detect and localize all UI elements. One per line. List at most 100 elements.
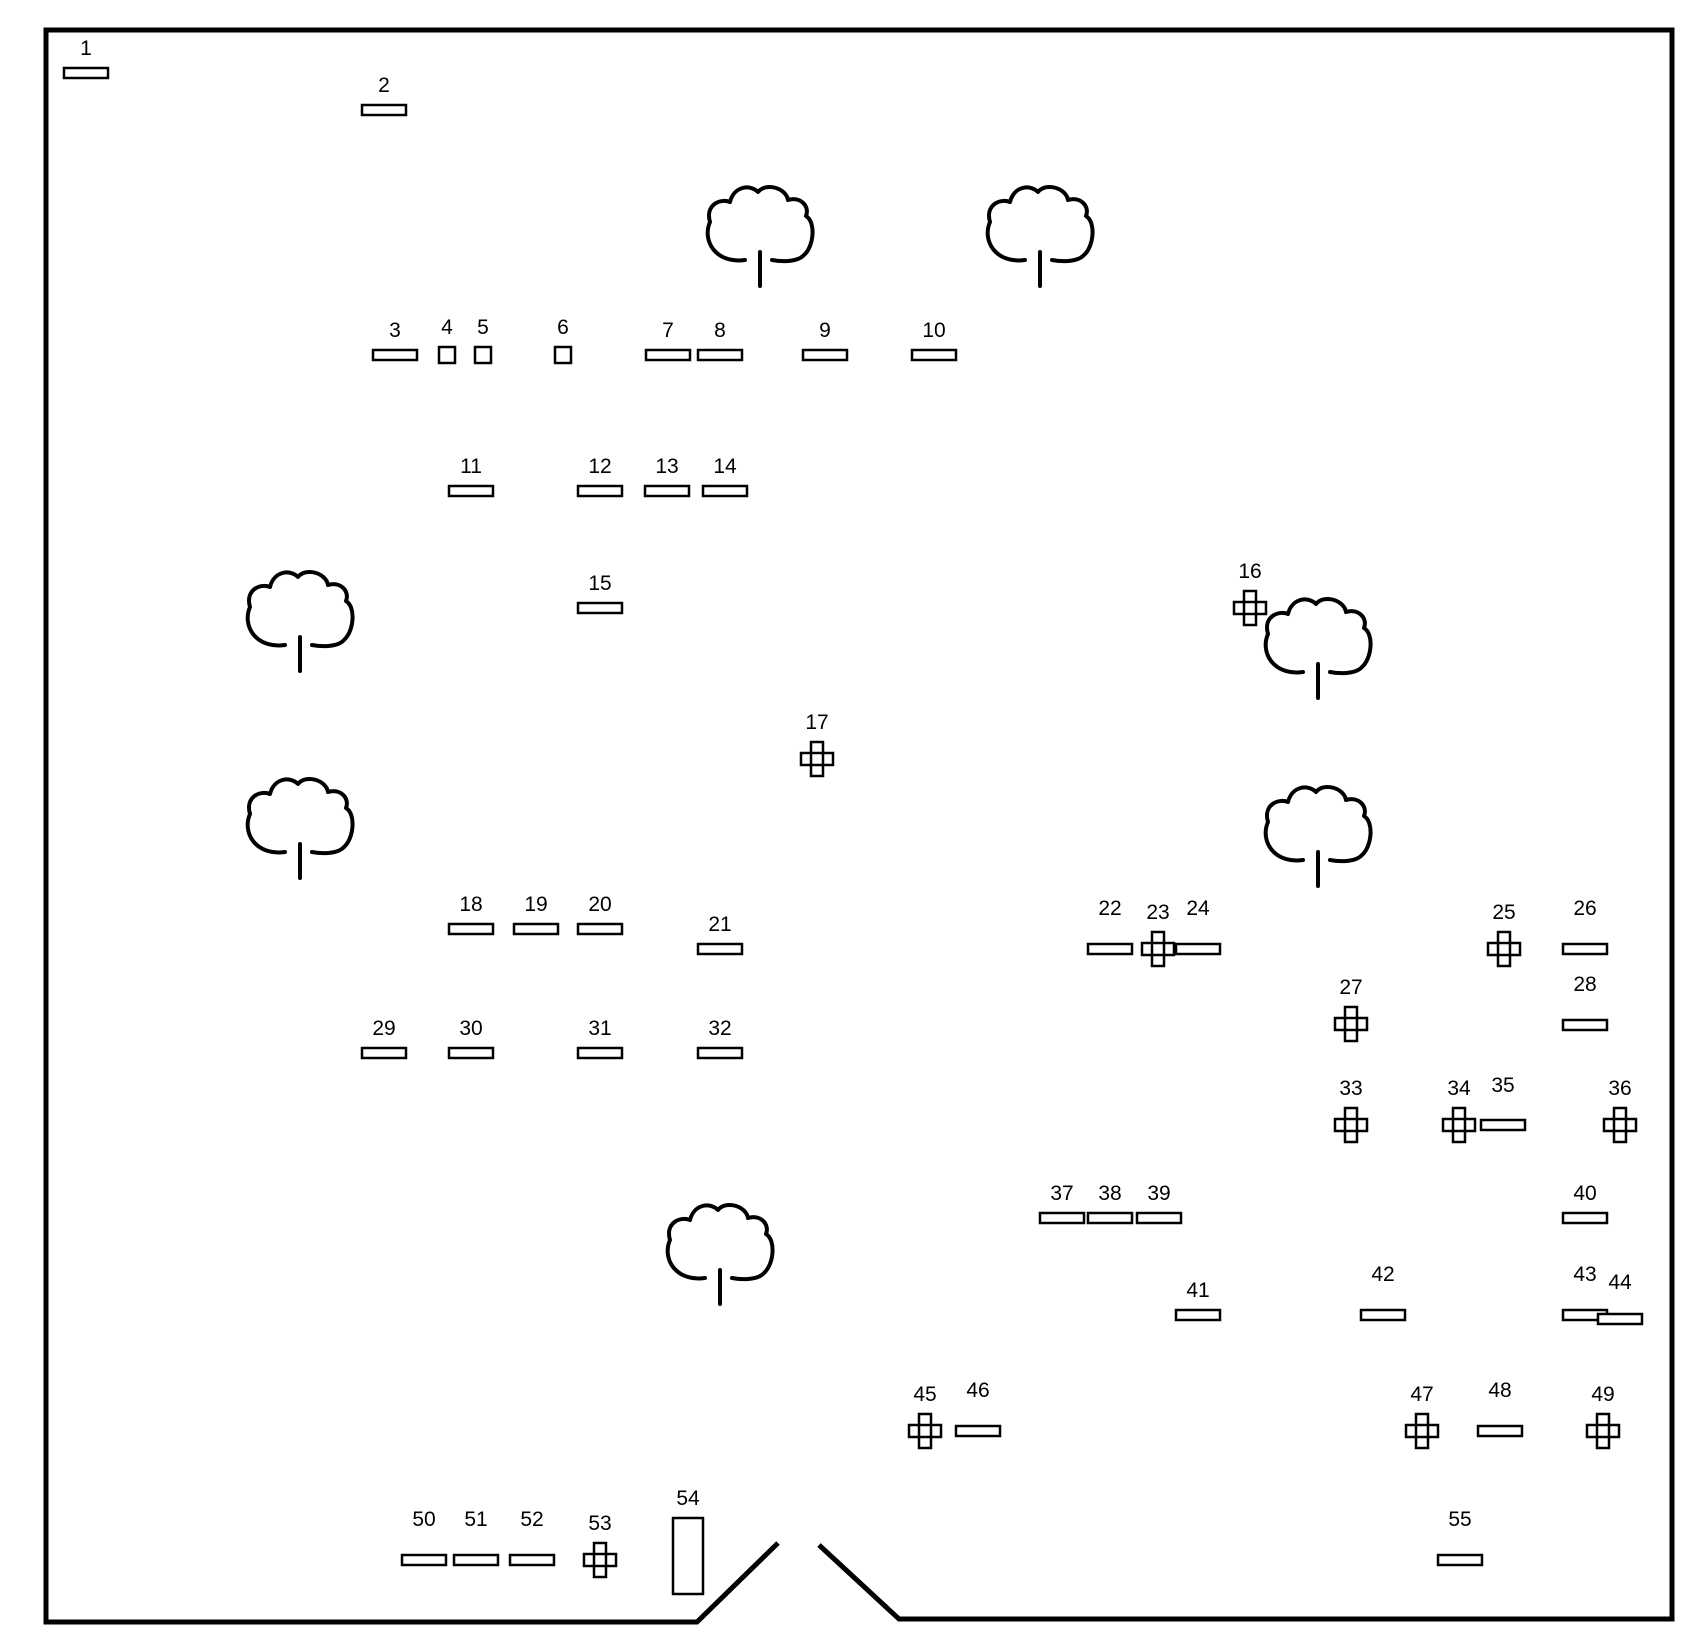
marker-label: 8 bbox=[714, 319, 726, 342]
marker-label: 11 bbox=[460, 455, 482, 478]
tree-icon bbox=[665, 1202, 775, 1306]
marker-45: 45 bbox=[907, 1383, 943, 1450]
marker-label: 36 bbox=[1608, 1077, 1631, 1100]
marker-label: 12 bbox=[588, 455, 611, 478]
marker-label: 13 bbox=[655, 455, 678, 478]
marker-8: 8 bbox=[696, 319, 744, 362]
grave-slab-icon bbox=[360, 103, 408, 117]
marker-41: 41 bbox=[1174, 1279, 1222, 1322]
marker-label: 40 bbox=[1573, 1182, 1596, 1205]
grave-slab-icon bbox=[1086, 942, 1134, 956]
marker-51: 51 bbox=[452, 1508, 500, 1567]
cross-icon bbox=[1486, 930, 1522, 968]
marker-label: 15 bbox=[588, 572, 611, 595]
marker-label: 6 bbox=[557, 316, 569, 339]
marker-label: 47 bbox=[1410, 1383, 1433, 1406]
marker-label: 24 bbox=[1186, 897, 1210, 920]
grave-slab-icon bbox=[701, 484, 749, 498]
marker-19: 19 bbox=[512, 893, 560, 936]
marker-label: 1 bbox=[80, 37, 92, 60]
marker-43: 43 bbox=[1561, 1263, 1609, 1322]
marker-22: 22 bbox=[1086, 897, 1134, 956]
grave-slab-icon bbox=[371, 348, 419, 362]
marker-label: 17 bbox=[805, 711, 828, 734]
small-grave-icon bbox=[437, 345, 457, 365]
marker-2: 2 bbox=[360, 74, 408, 117]
grave-slab-icon bbox=[954, 1424, 1002, 1438]
marker-label: 38 bbox=[1098, 1182, 1121, 1205]
marker-46: 46 bbox=[954, 1379, 1002, 1438]
marker-18: 18 bbox=[447, 893, 495, 936]
marker-50: 50 bbox=[400, 1508, 448, 1567]
tall-grave-icon bbox=[671, 1516, 705, 1596]
marker-label: 52 bbox=[520, 1508, 543, 1531]
marker-26: 26 bbox=[1561, 897, 1609, 956]
marker-label: 35 bbox=[1491, 1074, 1514, 1097]
marker-label: 22 bbox=[1098, 897, 1121, 920]
marker-label: 5 bbox=[477, 316, 489, 339]
grave-slab-icon bbox=[1174, 1308, 1222, 1322]
grave-slab-icon bbox=[1086, 1211, 1134, 1225]
marker-3: 3 bbox=[371, 319, 419, 362]
cross-icon bbox=[1333, 1106, 1369, 1144]
marker-47: 47 bbox=[1404, 1383, 1440, 1450]
marker-label: 51 bbox=[464, 1508, 487, 1531]
marker-28: 28 bbox=[1561, 973, 1609, 1032]
marker-label: 45 bbox=[913, 1383, 936, 1406]
marker-label: 27 bbox=[1339, 976, 1362, 999]
grave-slab-icon bbox=[1476, 1424, 1524, 1438]
cross-icon bbox=[1602, 1106, 1638, 1144]
marker-label: 37 bbox=[1050, 1182, 1073, 1205]
grave-slab-icon bbox=[1135, 1211, 1183, 1225]
marker-10: 10 bbox=[910, 319, 958, 362]
marker-29: 29 bbox=[360, 1017, 408, 1060]
tree-icon bbox=[1263, 596, 1373, 700]
marker-21: 21 bbox=[696, 913, 744, 956]
grave-slab-icon bbox=[576, 484, 624, 498]
grave-slab-icon bbox=[447, 484, 495, 498]
grave-slab-icon bbox=[1561, 1018, 1609, 1032]
marker-44: 44 bbox=[1596, 1271, 1644, 1326]
cross-icon bbox=[582, 1541, 618, 1579]
marker-42: 42 bbox=[1359, 1263, 1407, 1322]
marker-34: 34 bbox=[1441, 1077, 1477, 1144]
marker-label: 55 bbox=[1448, 1508, 1471, 1531]
marker-20: 20 bbox=[576, 893, 624, 936]
grave-slab-icon bbox=[400, 1553, 448, 1567]
marker-label: 50 bbox=[412, 1508, 435, 1531]
grave-slab-icon bbox=[1038, 1211, 1086, 1225]
marker-23: 23 bbox=[1140, 901, 1176, 968]
trees bbox=[245, 184, 1373, 1306]
marker-label: 29 bbox=[372, 1017, 395, 1040]
marker-label: 9 bbox=[819, 319, 831, 342]
grave-slab-icon bbox=[360, 1046, 408, 1060]
marker-label: 16 bbox=[1238, 560, 1261, 583]
grave-slab-icon bbox=[452, 1553, 500, 1567]
grave-slab-icon bbox=[801, 348, 849, 362]
grave-slab-icon bbox=[447, 1046, 495, 1060]
marker-25: 25 bbox=[1486, 901, 1522, 968]
marker-label: 32 bbox=[708, 1017, 731, 1040]
small-grave-icon bbox=[473, 345, 493, 365]
marker-48: 48 bbox=[1476, 1379, 1524, 1438]
marker-7: 7 bbox=[644, 319, 692, 362]
marker-label: 31 bbox=[588, 1017, 611, 1040]
grave-slab-icon bbox=[696, 1046, 744, 1060]
marker-label: 4 bbox=[441, 316, 453, 339]
marker-label: 53 bbox=[588, 1512, 611, 1535]
marker-label: 30 bbox=[459, 1017, 482, 1040]
marker-15: 15 bbox=[576, 572, 624, 615]
marker-label: 21 bbox=[708, 913, 731, 936]
marker-30: 30 bbox=[447, 1017, 495, 1060]
marker-label: 19 bbox=[524, 893, 547, 916]
marker-6: 6 bbox=[553, 316, 573, 365]
marker-31: 31 bbox=[576, 1017, 624, 1060]
grave-slab-icon bbox=[447, 922, 495, 936]
cross-icon bbox=[799, 740, 835, 778]
small-grave-icon bbox=[553, 345, 573, 365]
marker-13: 13 bbox=[643, 455, 691, 498]
marker-label: 2 bbox=[378, 74, 390, 97]
marker-52: 52 bbox=[508, 1508, 556, 1567]
